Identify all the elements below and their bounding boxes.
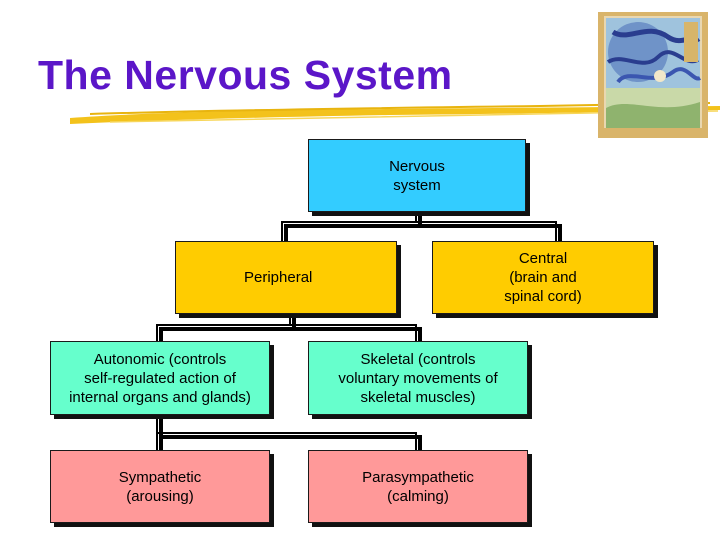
slide-title: The Nervous System — [38, 52, 453, 98]
central-box: Central (brain and spinal cord) — [432, 241, 654, 314]
nervous-system-box: Nervous system — [308, 139, 526, 212]
sympathetic-box: Sympathetic (arousing) — [50, 450, 270, 523]
parasympathetic-box: Parasympathetic (calming) — [308, 450, 528, 523]
book-cover-illustration — [598, 12, 708, 138]
peripheral-box: Peripheral — [175, 241, 397, 314]
skeletal-box: Skeletal (controls voluntary movements o… — [308, 341, 528, 415]
autonomic-box: Autonomic (controls self-regulated actio… — [50, 341, 270, 415]
